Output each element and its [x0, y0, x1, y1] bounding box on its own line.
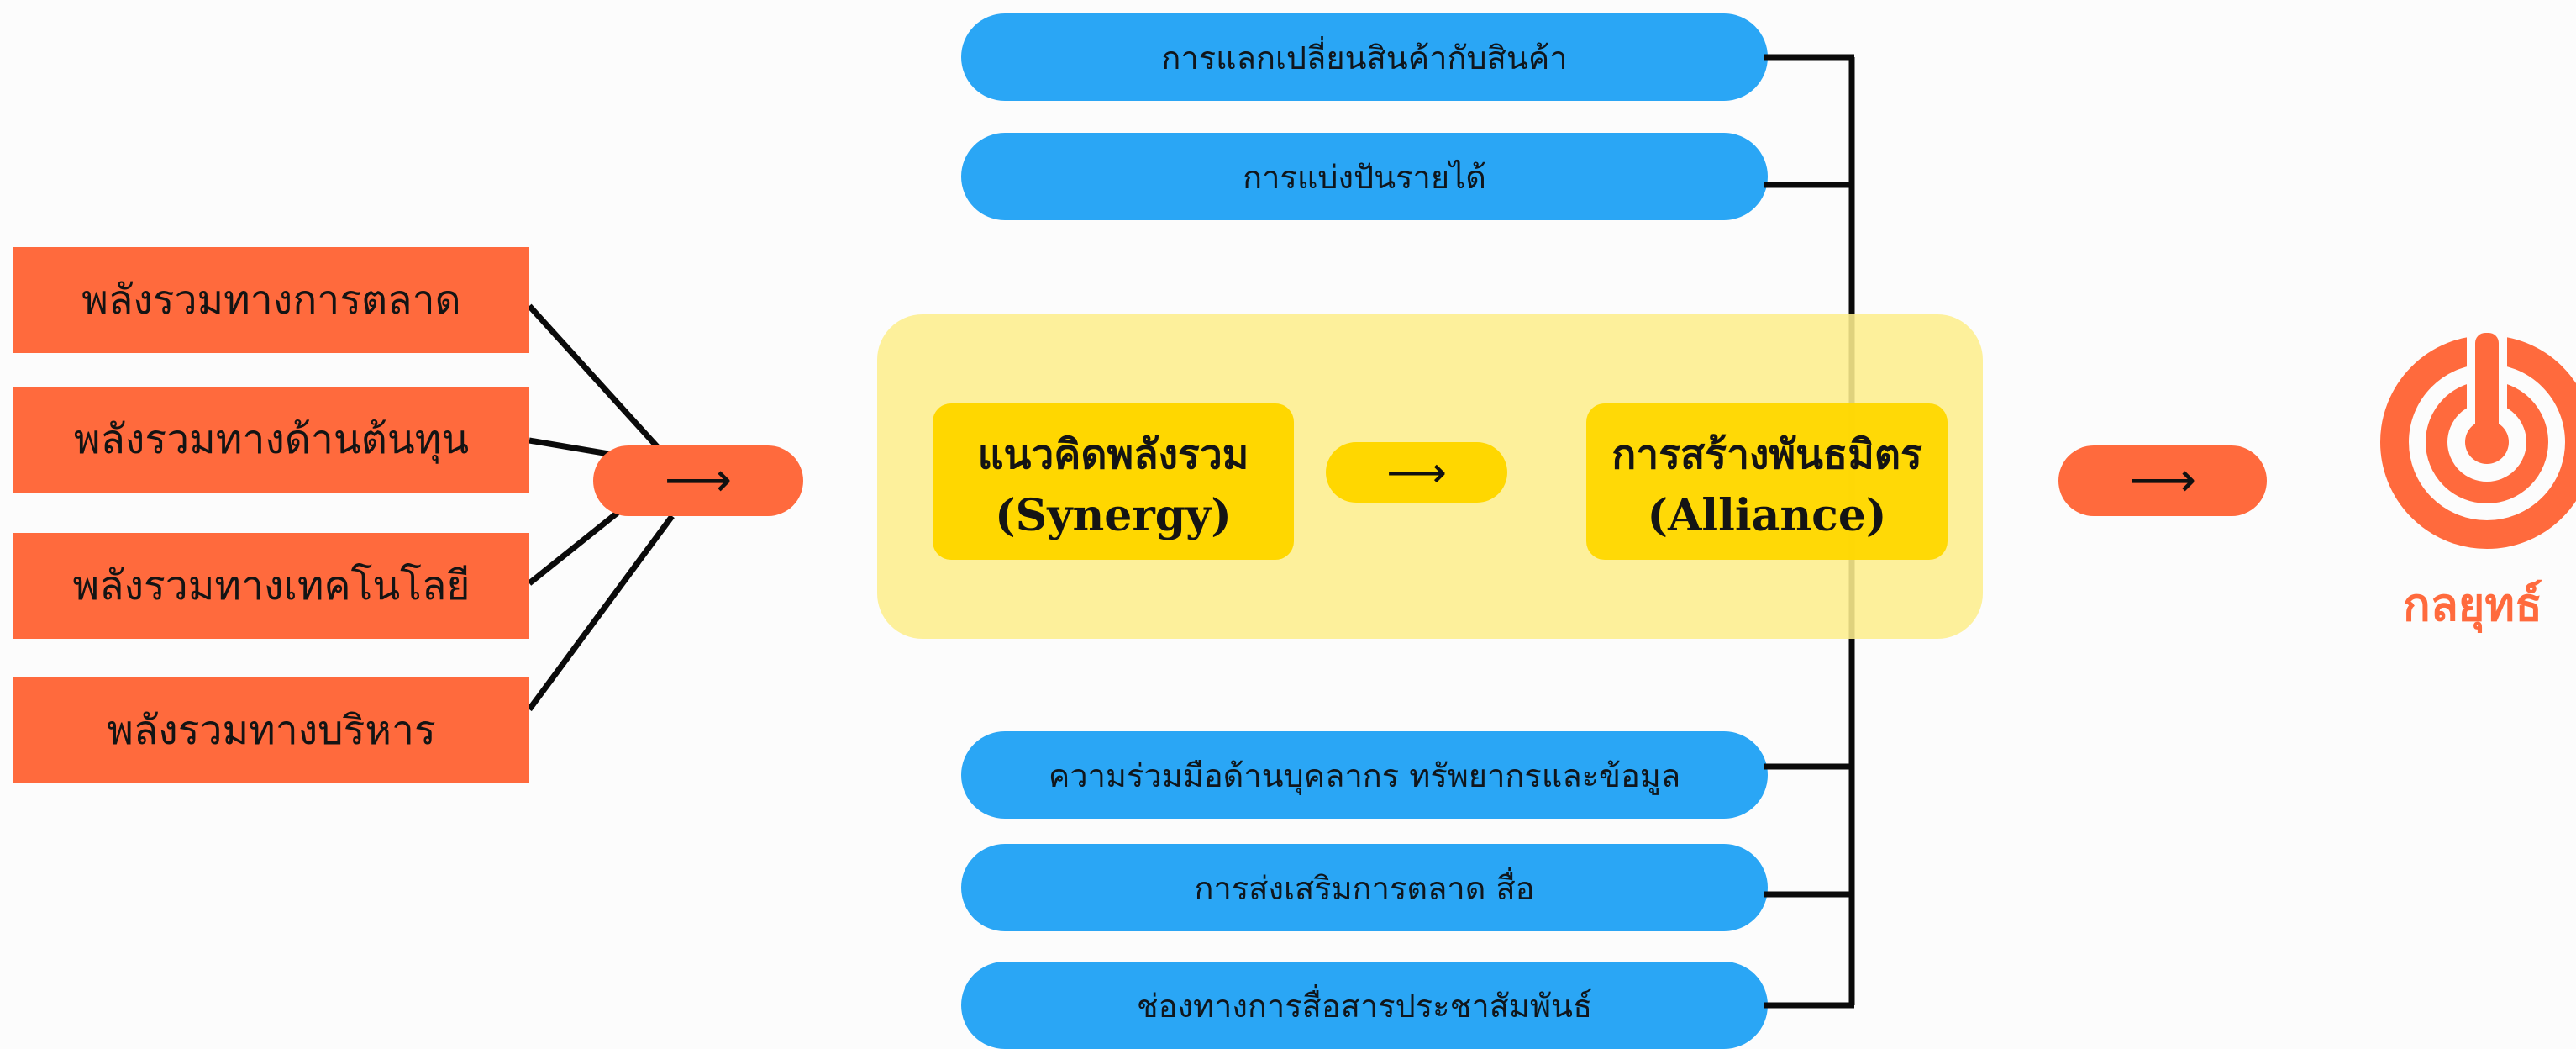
alliance-form-resource-cooperation: ความร่วมมือด้านบุคลากร ทรัพยากรและข้อมูล: [961, 731, 1768, 819]
arrow-pill-left: ⟶: [593, 445, 803, 516]
arrow-right-icon: ⟶: [2128, 453, 2197, 508]
alliance-form-marketing-media: การส่งเสริมการตลาด สื่อ: [961, 844, 1768, 931]
synergy-concept-box: แนวคิดพลังรวม (Synergy): [933, 403, 1294, 560]
alliance-concept-thai: การสร้างพันธมิตร: [1611, 430, 1922, 478]
alliance-form-revenue-sharing: การแบ่งปันรายได้: [961, 133, 1768, 220]
target-icon: [2380, 328, 2576, 549]
strategy-label: กลยุทธ์: [2403, 578, 2542, 631]
arrow-right-icon: ⟶: [1386, 448, 1447, 497]
synergy-technology-box: พลังรวมทางเทคโนโลยี: [13, 533, 529, 639]
synergy-concept-english: (Synergy): [995, 489, 1232, 541]
synergy-concept-thai: แนวคิดพลังรวม: [977, 430, 1249, 478]
arrow-pill-middle: ⟶: [1326, 442, 1507, 503]
synergy-management-box: พลังรวมทางบริหาร: [13, 677, 529, 783]
synergy-cost-box: พลังรวมทางด้านต้นทุน: [13, 387, 529, 493]
synergy-marketing-box: พลังรวมทางการตลาด: [13, 247, 529, 353]
alliance-concept-box: การสร้างพันธมิตร (Alliance): [1586, 403, 1948, 560]
arrow-right-icon: ⟶: [664, 453, 733, 508]
alliance-form-pr-channel: ช่องทางการสื่อสารประชาสัมพันธ์: [961, 962, 1768, 1049]
alliance-form-goods-exchange: การแลกเปลี่ยนสินค้ากับสินค้า: [961, 13, 1768, 101]
alliance-concept-english: (Alliance): [1647, 489, 1887, 541]
arrow-pill-right: ⟶: [2058, 445, 2267, 516]
